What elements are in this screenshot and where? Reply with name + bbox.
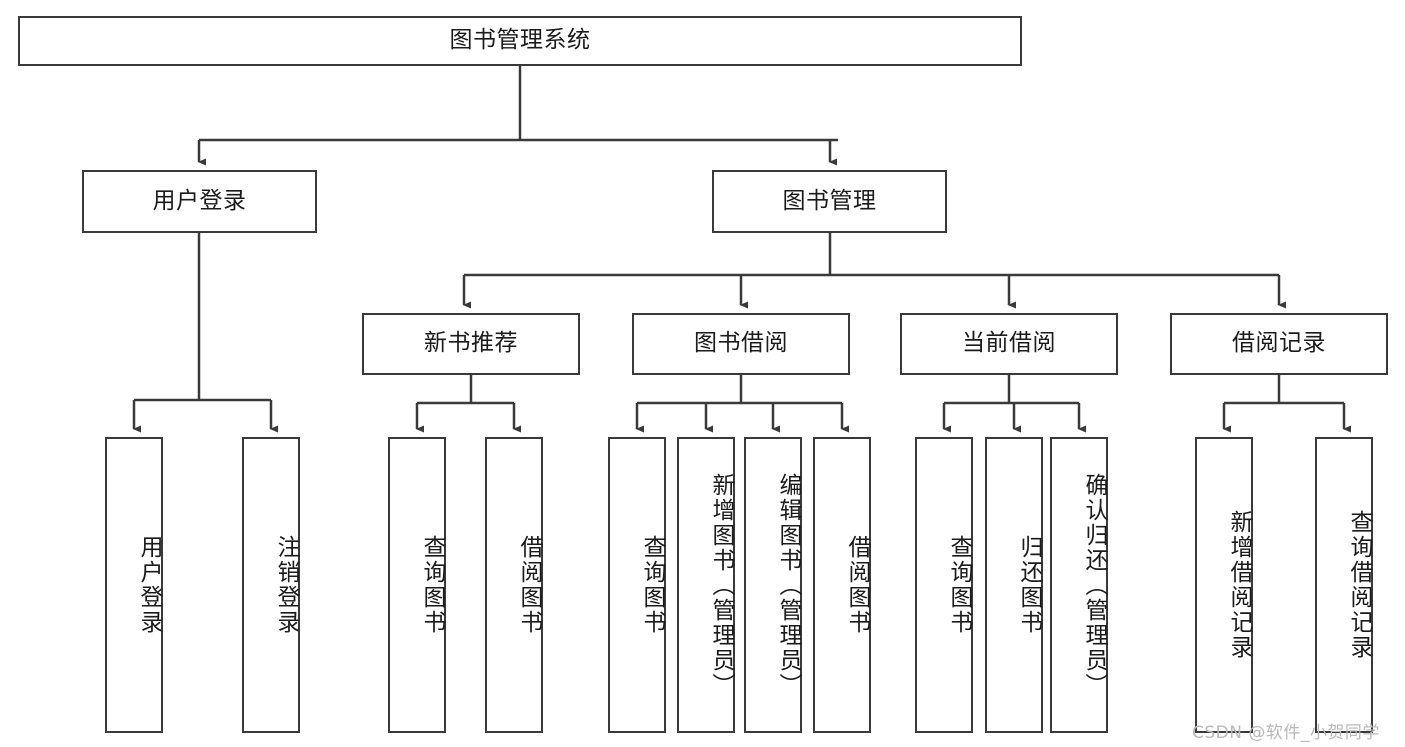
node-leaf-logout[interactable]: 注销登录 [242,437,300,733]
node-label: 新书推荐 [424,330,518,357]
node-leaf-borrow-book-1[interactable]: 借阅图书 [485,437,543,733]
node-label: 确认归还（管理员） [1081,472,1107,698]
node-label: 图书管理系统 [449,27,591,54]
node-leaf-query-book-1[interactable]: 查询图书 [388,437,446,733]
node-leaf-borrow-book-2[interactable]: 借阅图书 [813,437,871,733]
node-label: 查询图书 [419,535,445,635]
node-label: 查询图书 [639,535,665,635]
node-leaf-confirm-return[interactable]: 确认归还（管理员） [1050,437,1108,733]
node-leaf-add-record[interactable]: 新增借阅记录 [1195,437,1253,733]
node-label: 借阅图书 [516,535,542,635]
node-leaf-query-book-2[interactable]: 查询图书 [608,437,666,733]
node-borrow-record[interactable]: 借阅记录 [1170,313,1388,375]
node-book-borrow[interactable]: 图书借阅 [632,313,850,375]
node-label: 用户登录 [136,535,162,635]
node-current-borrow[interactable]: 当前借阅 [900,313,1118,375]
node-label: 借阅记录 [1232,330,1326,357]
csdn-watermark: CSDN @软件_小贺同学 [1192,723,1380,743]
node-leaf-user-login[interactable]: 用户登录 [105,437,163,733]
node-label: 查询图书 [946,535,972,635]
node-root-system[interactable]: 图书管理系统 [18,16,1022,66]
node-book-manage[interactable]: 图书管理 [712,170,947,233]
node-label: 新增借阅记录 [1226,510,1252,660]
node-label: 当前借阅 [962,330,1056,357]
node-label: 查询借阅记录 [1346,510,1372,660]
node-user-login[interactable]: 用户登录 [82,170,317,233]
node-leaf-query-book-3[interactable]: 查询图书 [915,437,973,733]
node-leaf-add-book[interactable]: 新增图书（管理员） [677,437,735,733]
node-leaf-edit-book[interactable]: 编辑图书（管理员） [744,437,802,733]
node-leaf-query-record[interactable]: 查询借阅记录 [1315,437,1373,733]
node-label: 图书管理 [782,187,877,214]
node-leaf-return-book[interactable]: 归还图书 [985,437,1043,733]
node-label: 编辑图书（管理员） [775,472,801,698]
node-label: 用户登录 [152,187,247,214]
node-label: 借阅图书 [844,535,870,635]
node-label: 归还图书 [1016,535,1042,635]
node-label: 注销登录 [273,535,299,635]
node-new-book-rec[interactable]: 新书推荐 [362,313,580,375]
node-label: 图书借阅 [694,330,788,357]
node-label: 新增图书（管理员） [708,472,734,698]
